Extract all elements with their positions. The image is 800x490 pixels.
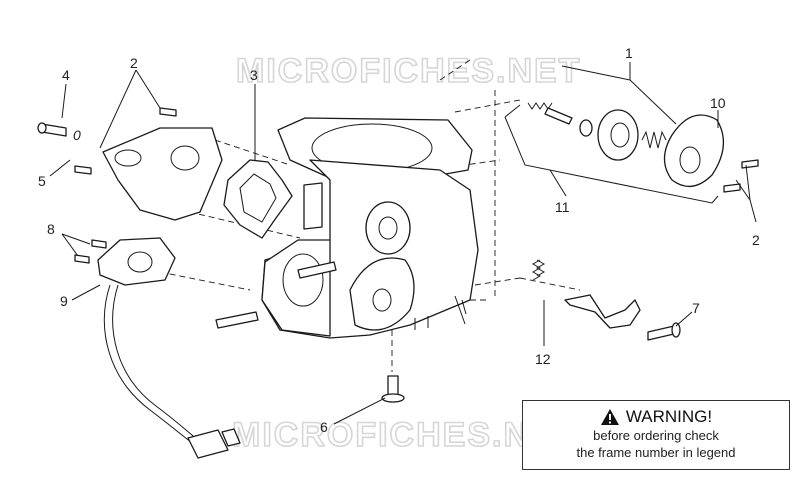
- warning-box: WARNING! before ordering check the frame…: [522, 400, 790, 470]
- warning-title-text: WARNING!: [625, 407, 713, 426]
- cover-assembly: [504, 102, 759, 204]
- throttle-body: [215, 117, 479, 339]
- callout-5: 5: [38, 173, 46, 189]
- lever-spring-screw: [531, 259, 681, 341]
- callout-8: 8: [47, 221, 55, 237]
- callout-7: 7: [692, 300, 700, 316]
- watermark-top: MICROFICHES.NET: [236, 52, 581, 90]
- callouts: 1 10 11 2 2 3 4 5 0 8 9 6 7 12: [38, 45, 760, 435]
- warning-line-1: before ordering check: [593, 428, 719, 443]
- callout-4: 4: [62, 67, 70, 83]
- throttle-position-sensor: [74, 237, 241, 459]
- gasket: [223, 159, 293, 239]
- callout-6: 6: [320, 419, 328, 435]
- watermark-bottom: MICROFICHES.NET: [232, 416, 577, 454]
- callout-11: 11: [555, 199, 570, 215]
- idle-valve-housing: [74, 107, 223, 221]
- callout-3: 3: [250, 67, 258, 83]
- screw-6: [381, 375, 405, 403]
- warning-triangle-icon: [600, 409, 619, 425]
- callout-2-left: 2: [130, 55, 138, 71]
- leader-lines: [49, 62, 757, 425]
- callout-5-sub: 0: [73, 127, 81, 143]
- warning-title: WARNING!: [523, 407, 789, 427]
- warning-line-2: the frame number in legend: [576, 445, 736, 460]
- callout-10: 10: [710, 95, 726, 111]
- screws-4-5: [37, 122, 67, 137]
- callout-9: 9: [60, 293, 68, 309]
- callout-2-right: 2: [752, 232, 760, 248]
- callout-12: 12: [535, 351, 551, 367]
- callout-1: 1: [625, 45, 633, 61]
